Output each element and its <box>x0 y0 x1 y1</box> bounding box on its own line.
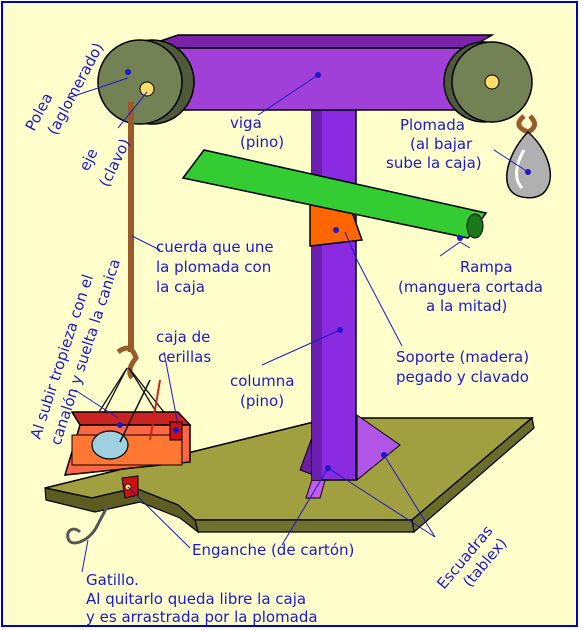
label-plomada-3: sube la caja) <box>386 154 482 172</box>
label-cuerda-2: la plomada con <box>156 258 271 276</box>
label-soporte-1: Soporte (madera) <box>396 348 529 366</box>
ramp <box>181 149 488 247</box>
label-caja-2: cerillas <box>158 348 211 366</box>
label-cuerda-3: la caja <box>156 278 205 296</box>
label-cuerda-1: cuerda que une <box>156 238 274 256</box>
base-board <box>44 416 535 534</box>
matchbox <box>63 379 192 476</box>
label-enganche: Enganche (de cartón) <box>192 541 354 559</box>
label-rampa-3: a la mitad) <box>426 297 507 315</box>
label-soporte-2: pegado y clavado <box>396 368 529 386</box>
label-gatillo-2: Al quitarlo queda libre la caja <box>86 590 306 608</box>
plumb-weight <box>506 114 551 199</box>
label-gatillo-1: Gatillo. <box>86 571 139 589</box>
label-gatillo-3: y es arrastrada por la plomada <box>86 608 318 626</box>
label-columna-1: columna <box>230 372 294 390</box>
label-viga-2: (pino) <box>240 133 284 151</box>
label-plomada-2: (al bajar <box>410 135 473 153</box>
label-rampa-2: (manguera cortada <box>398 278 543 296</box>
label-columna-2: (pino) <box>240 392 284 410</box>
label-rampa-1: Rampa <box>460 258 513 276</box>
label-viga-1: viga <box>230 114 262 132</box>
column <box>311 74 357 481</box>
left-pulley <box>97 39 195 125</box>
label-caja-1: caja de <box>156 328 210 346</box>
label-dots <box>117 69 531 471</box>
leader-lines <box>67 74 529 573</box>
top-beam <box>139 34 495 111</box>
right-pulley <box>443 41 533 123</box>
label-plomada-1: Plomada <box>400 116 465 134</box>
